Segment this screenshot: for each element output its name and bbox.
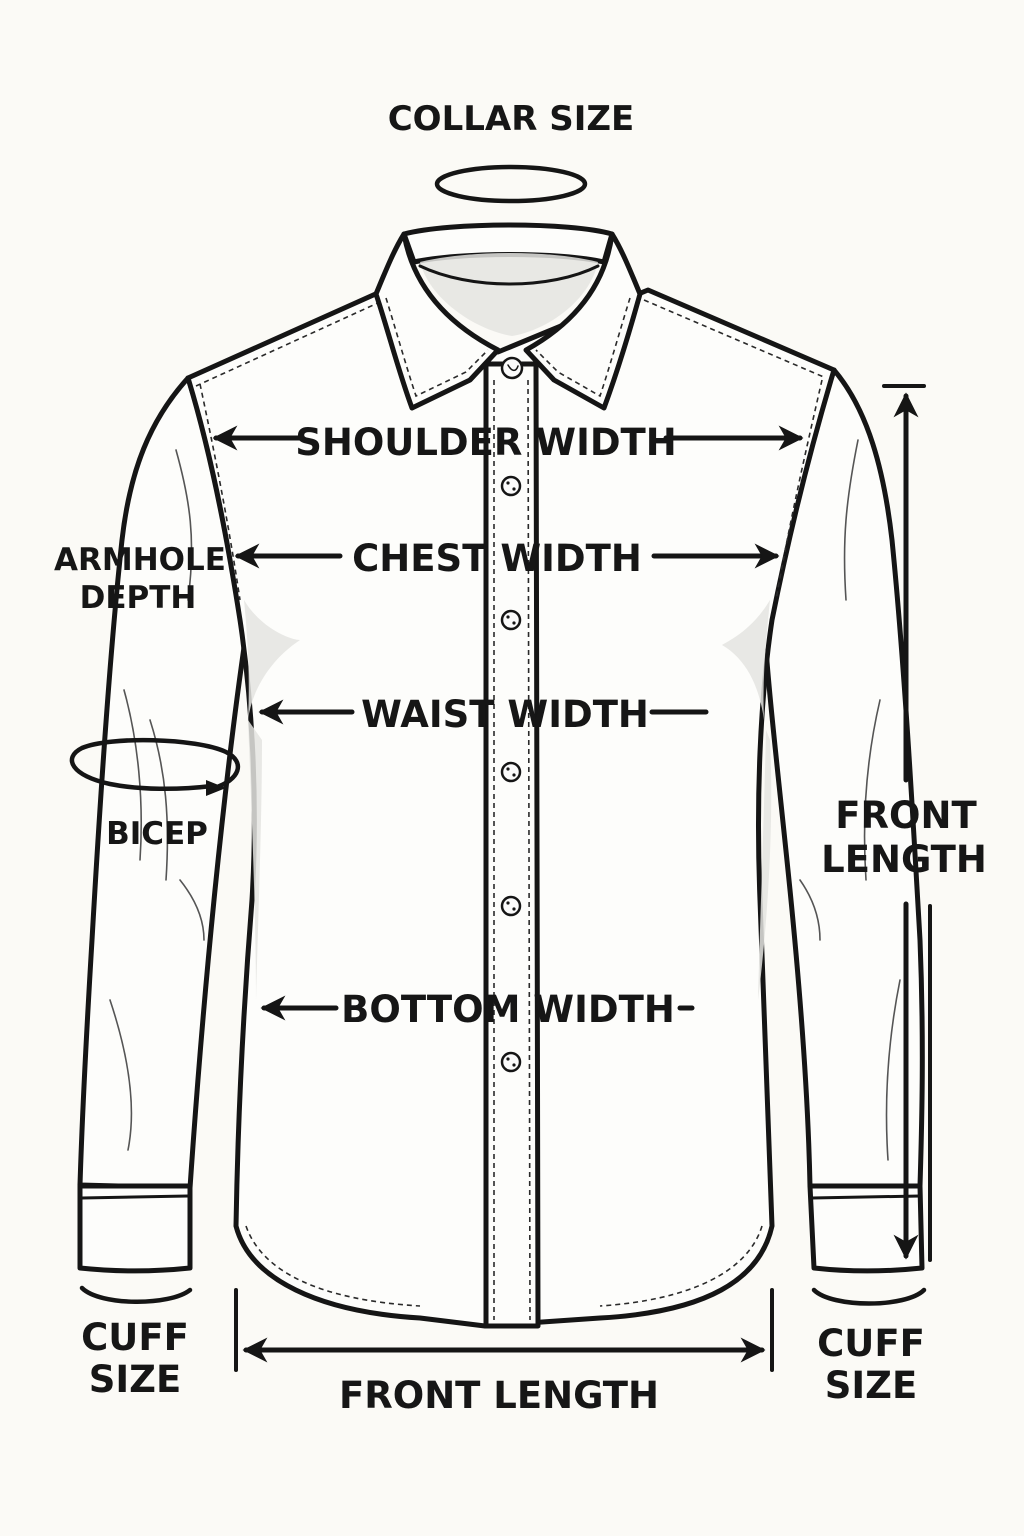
cuff-size-right-label-line1: CUFF xyxy=(817,1322,925,1365)
shirt-button-icon xyxy=(502,1053,520,1071)
cuff-size-right-label-line2: SIZE xyxy=(825,1364,918,1407)
shirt-button-icon xyxy=(502,611,520,629)
shirt-button-icon xyxy=(502,477,520,495)
front-length-right-label-line1: FRONT xyxy=(835,794,977,837)
shirt-button-icon xyxy=(502,763,520,781)
cuff-size-left-label-line2: SIZE xyxy=(89,1358,182,1401)
shirt-button-icon xyxy=(502,897,520,915)
shoulder-width-label: SHOULDER WIDTH xyxy=(295,421,677,464)
collar-button-icon xyxy=(502,358,522,378)
armhole-depth-label-line1: ARMHOLE xyxy=(54,542,226,578)
shirt-drawing xyxy=(80,225,922,1326)
collar-size-label: COLLAR SIZE xyxy=(388,99,635,139)
cuff-size-left-label-line1: CUFF xyxy=(81,1316,189,1359)
cuff-right-arc-icon xyxy=(814,1290,924,1304)
bicep-label: BICEP xyxy=(106,816,208,852)
chest-width-label: CHEST WIDTH xyxy=(352,537,642,580)
front-length-bottom-label: FRONT LENGTH xyxy=(339,1374,659,1417)
collar-size-loop-icon xyxy=(437,167,585,201)
armhole-depth-label-line2: DEPTH xyxy=(80,580,197,616)
cuff-left-arc-icon xyxy=(82,1288,190,1302)
front-length-right-label-line2: LENGTH xyxy=(821,838,987,881)
waist-width-label: WAIST WIDTH xyxy=(361,693,649,736)
bottom-width-label: BOTTOM WIDTH xyxy=(341,988,675,1031)
